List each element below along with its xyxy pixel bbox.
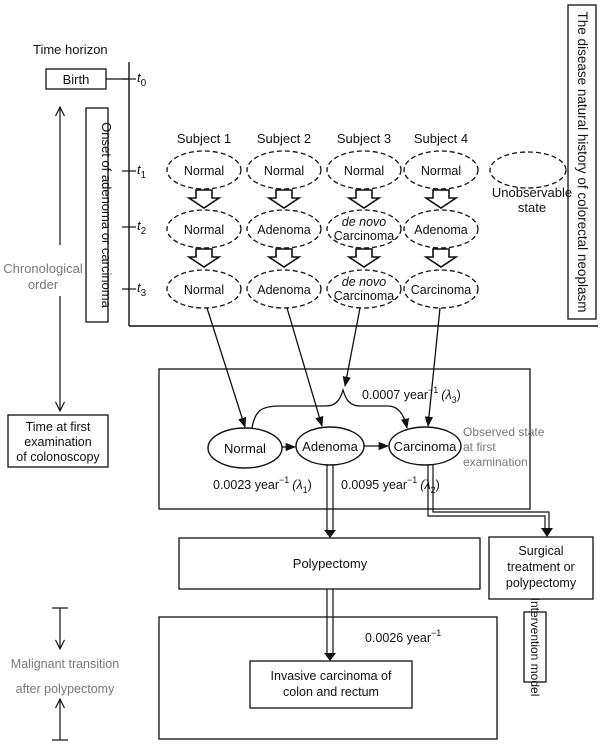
subject-3-title: Subject 3 bbox=[337, 131, 391, 146]
tick-t2-label: t2 bbox=[137, 218, 147, 237]
malignant-label-2: after polypectomy bbox=[16, 682, 115, 696]
subject-2-title: Subject 2 bbox=[257, 131, 311, 146]
invasive-label-2: colon and rectum bbox=[283, 685, 379, 699]
polypectomy-box bbox=[178, 537, 481, 590]
first-exam-label-1: Time at first bbox=[26, 420, 91, 434]
subject-2-state-t2-label: Adenoma bbox=[257, 223, 311, 237]
subject-3-arrow-2 bbox=[348, 248, 380, 268]
arrow-adenoma-to-polypectomy bbox=[324, 465, 336, 538]
onset-box bbox=[85, 107, 109, 323]
first-exam-label-2: examination bbox=[24, 435, 91, 449]
rate-malignant: 0.0026 year−1 bbox=[365, 628, 441, 645]
observed-state-label-2: at first bbox=[463, 440, 496, 454]
unobservable-label-2: state bbox=[518, 200, 546, 215]
observed-state-label-3: examination bbox=[463, 455, 528, 469]
subject-2-state-t2 bbox=[246, 209, 322, 249]
transition-lambda3-brace bbox=[251, 387, 410, 430]
intervention-model-box bbox=[158, 616, 498, 740]
subject-4-state-t1-label: Normal bbox=[421, 164, 461, 178]
subject-3-state-t3-label-2: Carcinoma bbox=[334, 289, 394, 303]
subject-2-state-t1-label: Normal bbox=[264, 164, 304, 178]
subject-1-state-t1-label: Normal bbox=[184, 164, 224, 178]
tick-t0-label: t0 bbox=[137, 70, 147, 89]
tick-t3-label: t3 bbox=[137, 280, 147, 299]
birth-label: Birth bbox=[63, 72, 90, 87]
onset-label: Onset of adenoma or carcinoma bbox=[99, 122, 114, 308]
subject-3-state-t3 bbox=[326, 269, 402, 309]
subject-2-arrow-1 bbox=[268, 189, 300, 209]
first-exam-label-3: of colonoscopy bbox=[16, 450, 100, 464]
subject-3: Subject 3 Normal de novo Carcinoma de no… bbox=[326, 131, 402, 309]
surgical-label-3: polypectomy bbox=[506, 576, 577, 590]
subject-1-state-t3 bbox=[166, 269, 242, 309]
subject-2-state-t3-label: Adenoma bbox=[257, 283, 311, 297]
rate-lambda1: 0.0023 year−1(λ1) bbox=[213, 475, 312, 495]
surgical-label-1: Surgical bbox=[518, 544, 563, 558]
subject-3-state-t3-label-1: de novo bbox=[342, 275, 387, 289]
subject-2-state-t1 bbox=[246, 150, 322, 190]
invasive-label-1: Invasive carcinoma of bbox=[271, 669, 392, 683]
subject-1-state-t3-label: Normal bbox=[184, 283, 224, 297]
time-horizon-title: Time horizon bbox=[33, 42, 108, 57]
natural-history-label: The disease natural history of colorecta… bbox=[575, 12, 590, 313]
malignant-label-1: Malignant transition bbox=[11, 657, 119, 671]
subject-1: Subject 1 Normal Normal Normal bbox=[166, 131, 242, 309]
subject-4-title: Subject 4 bbox=[414, 131, 468, 146]
subject-2-arrow-2 bbox=[268, 248, 300, 268]
tick-t1-label: t1 bbox=[137, 162, 147, 181]
observed-adenoma-label: Adenoma bbox=[302, 439, 358, 454]
rate-lambda2: 0.0095 year−1(λ2) bbox=[341, 475, 440, 495]
subject-1-state-t1 bbox=[166, 150, 242, 190]
intervention-label: Intervention model bbox=[528, 598, 542, 697]
arrow-s3-to-brace bbox=[342, 307, 361, 388]
subject-1-state-t2-label: Normal bbox=[184, 223, 224, 237]
subject-4-state-t2-label: Adenoma bbox=[414, 223, 468, 237]
subject-3-state-t1 bbox=[326, 150, 402, 190]
subject-1-arrow-2 bbox=[188, 248, 220, 268]
subject-1-arrow-1 bbox=[188, 189, 220, 209]
first-exam-box bbox=[7, 414, 109, 468]
subject-3-state-t1-label: Normal bbox=[344, 164, 384, 178]
observed-normal-ellipse bbox=[207, 427, 283, 469]
unobservable-label-1: Unobservable bbox=[492, 185, 572, 200]
subject-2: Subject 2 Normal Adenoma Adenoma bbox=[246, 131, 322, 309]
subject-4-state-t3 bbox=[403, 269, 479, 309]
subject-4-state-t3-label: Carcinoma bbox=[411, 283, 471, 297]
chronological-label-2: order bbox=[28, 277, 59, 292]
subject-4-arrow-2 bbox=[425, 248, 457, 268]
arrow-s1-to-normal bbox=[206, 307, 247, 428]
subject-1-state-t2 bbox=[166, 209, 242, 249]
subject-3-state-t2-label-1: de novo bbox=[342, 215, 387, 229]
observed-carcinoma-label: Carcinoma bbox=[394, 439, 458, 454]
subject-3-state-t2 bbox=[326, 209, 402, 249]
arrow-polypectomy-to-invasive bbox=[324, 589, 336, 661]
polypectomy-label: Polypectomy bbox=[293, 556, 368, 571]
observed-state-box bbox=[158, 368, 531, 510]
subject-4-state-t1 bbox=[403, 150, 479, 190]
subject-4-state-t2 bbox=[403, 209, 479, 249]
subject-3-arrow-1 bbox=[348, 189, 380, 209]
subject-4: Subject 4 Normal Adenoma Carcinoma bbox=[403, 131, 479, 309]
observed-normal-label: Normal bbox=[224, 441, 266, 456]
subject-3-state-t2-label-2: Carcinoma bbox=[334, 229, 394, 243]
rate-lambda3: 0.0007 year−1(λ3) bbox=[362, 385, 461, 405]
subject-1-title: Subject 1 bbox=[177, 131, 231, 146]
natural-history-box bbox=[567, 4, 597, 320]
arrow-s4-to-carcinoma bbox=[424, 307, 441, 428]
observed-state-label-1: Observed state bbox=[463, 425, 545, 439]
subject-4-arrow-1 bbox=[425, 189, 457, 209]
subject-2-state-t3 bbox=[246, 269, 322, 309]
surgical-label-2: treatment or bbox=[507, 560, 574, 574]
unobservable-ellipse bbox=[489, 151, 567, 189]
intervention-box bbox=[523, 611, 547, 683]
arrow-carcinoma-to-surgical bbox=[427, 465, 553, 537]
invasive-box bbox=[249, 660, 413, 709]
chronological-label-1: Chronological bbox=[3, 261, 83, 276]
surgical-box bbox=[488, 536, 594, 600]
